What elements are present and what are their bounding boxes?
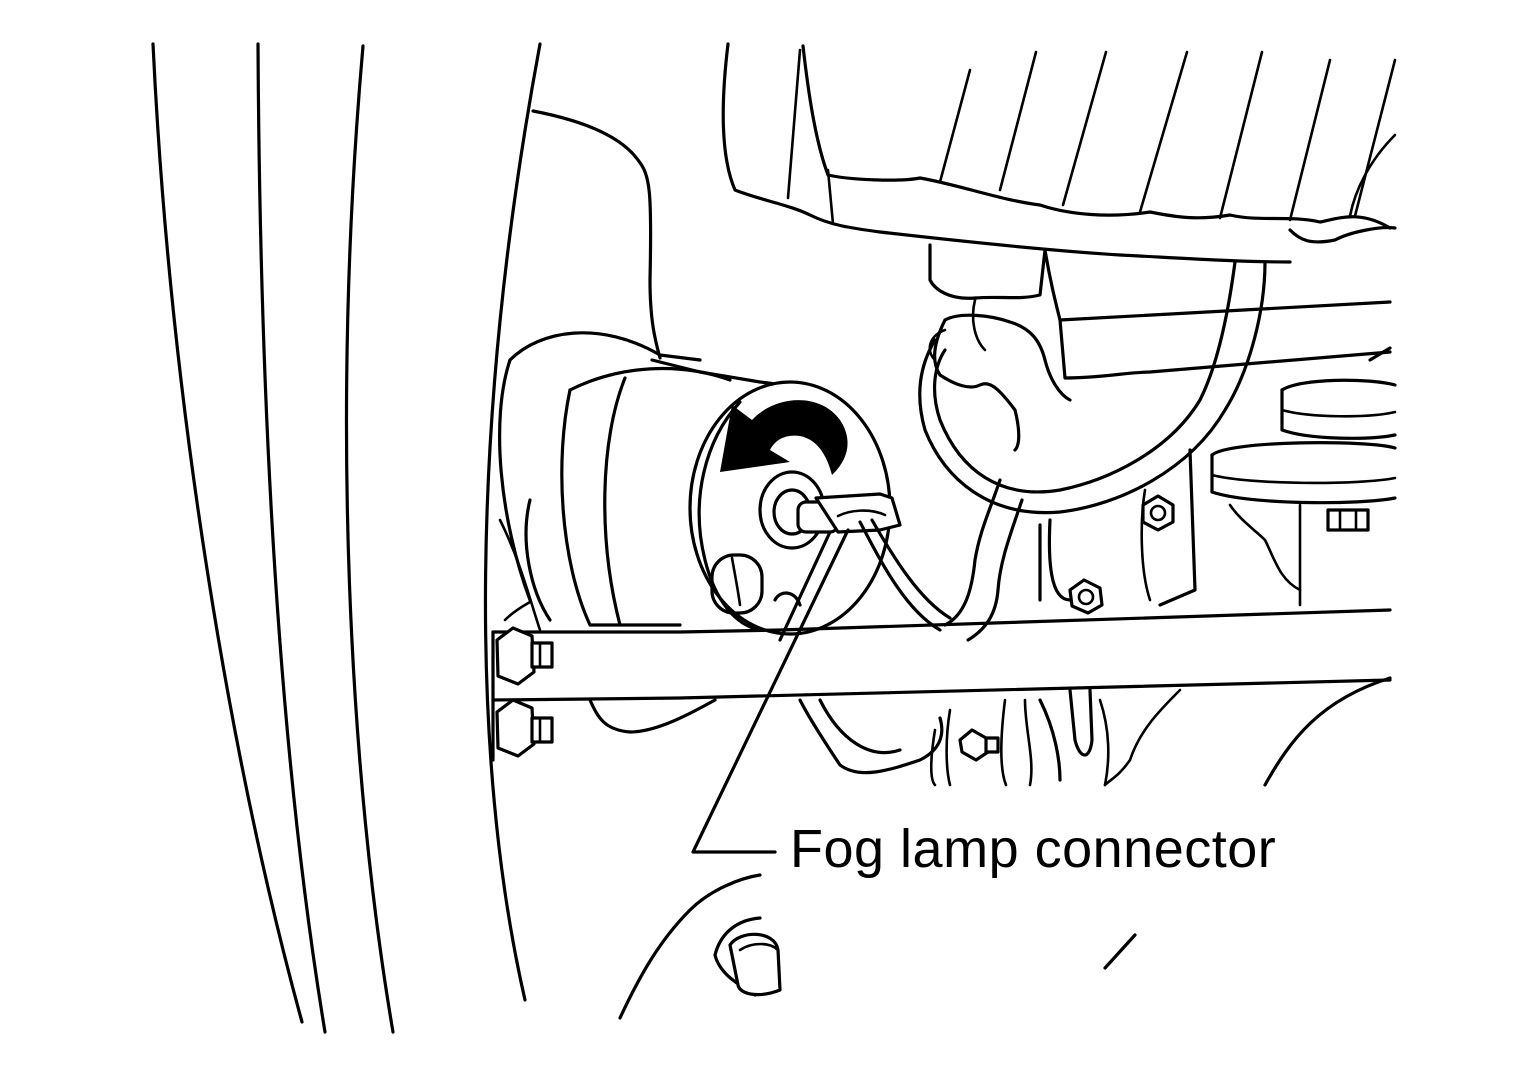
- connector-plug: [796, 492, 952, 632]
- crossbar-bolts: [491, 600, 554, 762]
- right-components: [1140, 346, 1397, 607]
- fog-lamp-housing: [498, 331, 892, 636]
- bolt-fasteners: [958, 494, 1175, 762]
- bottom-details: [618, 873, 1137, 1020]
- counterclockwise-arrow-icon: [720, 400, 848, 475]
- lower-crossbar: [491, 608, 1392, 787]
- callout-leader: [691, 528, 850, 854]
- tire-outline: [151, 42, 542, 1034]
- wiring-hose: [918, 260, 1267, 642]
- fog-lamp-connector-label: Fog lamp connector: [790, 819, 1277, 879]
- frame-bracket: [928, 243, 1392, 452]
- upper-body-panel: [531, 42, 1397, 360]
